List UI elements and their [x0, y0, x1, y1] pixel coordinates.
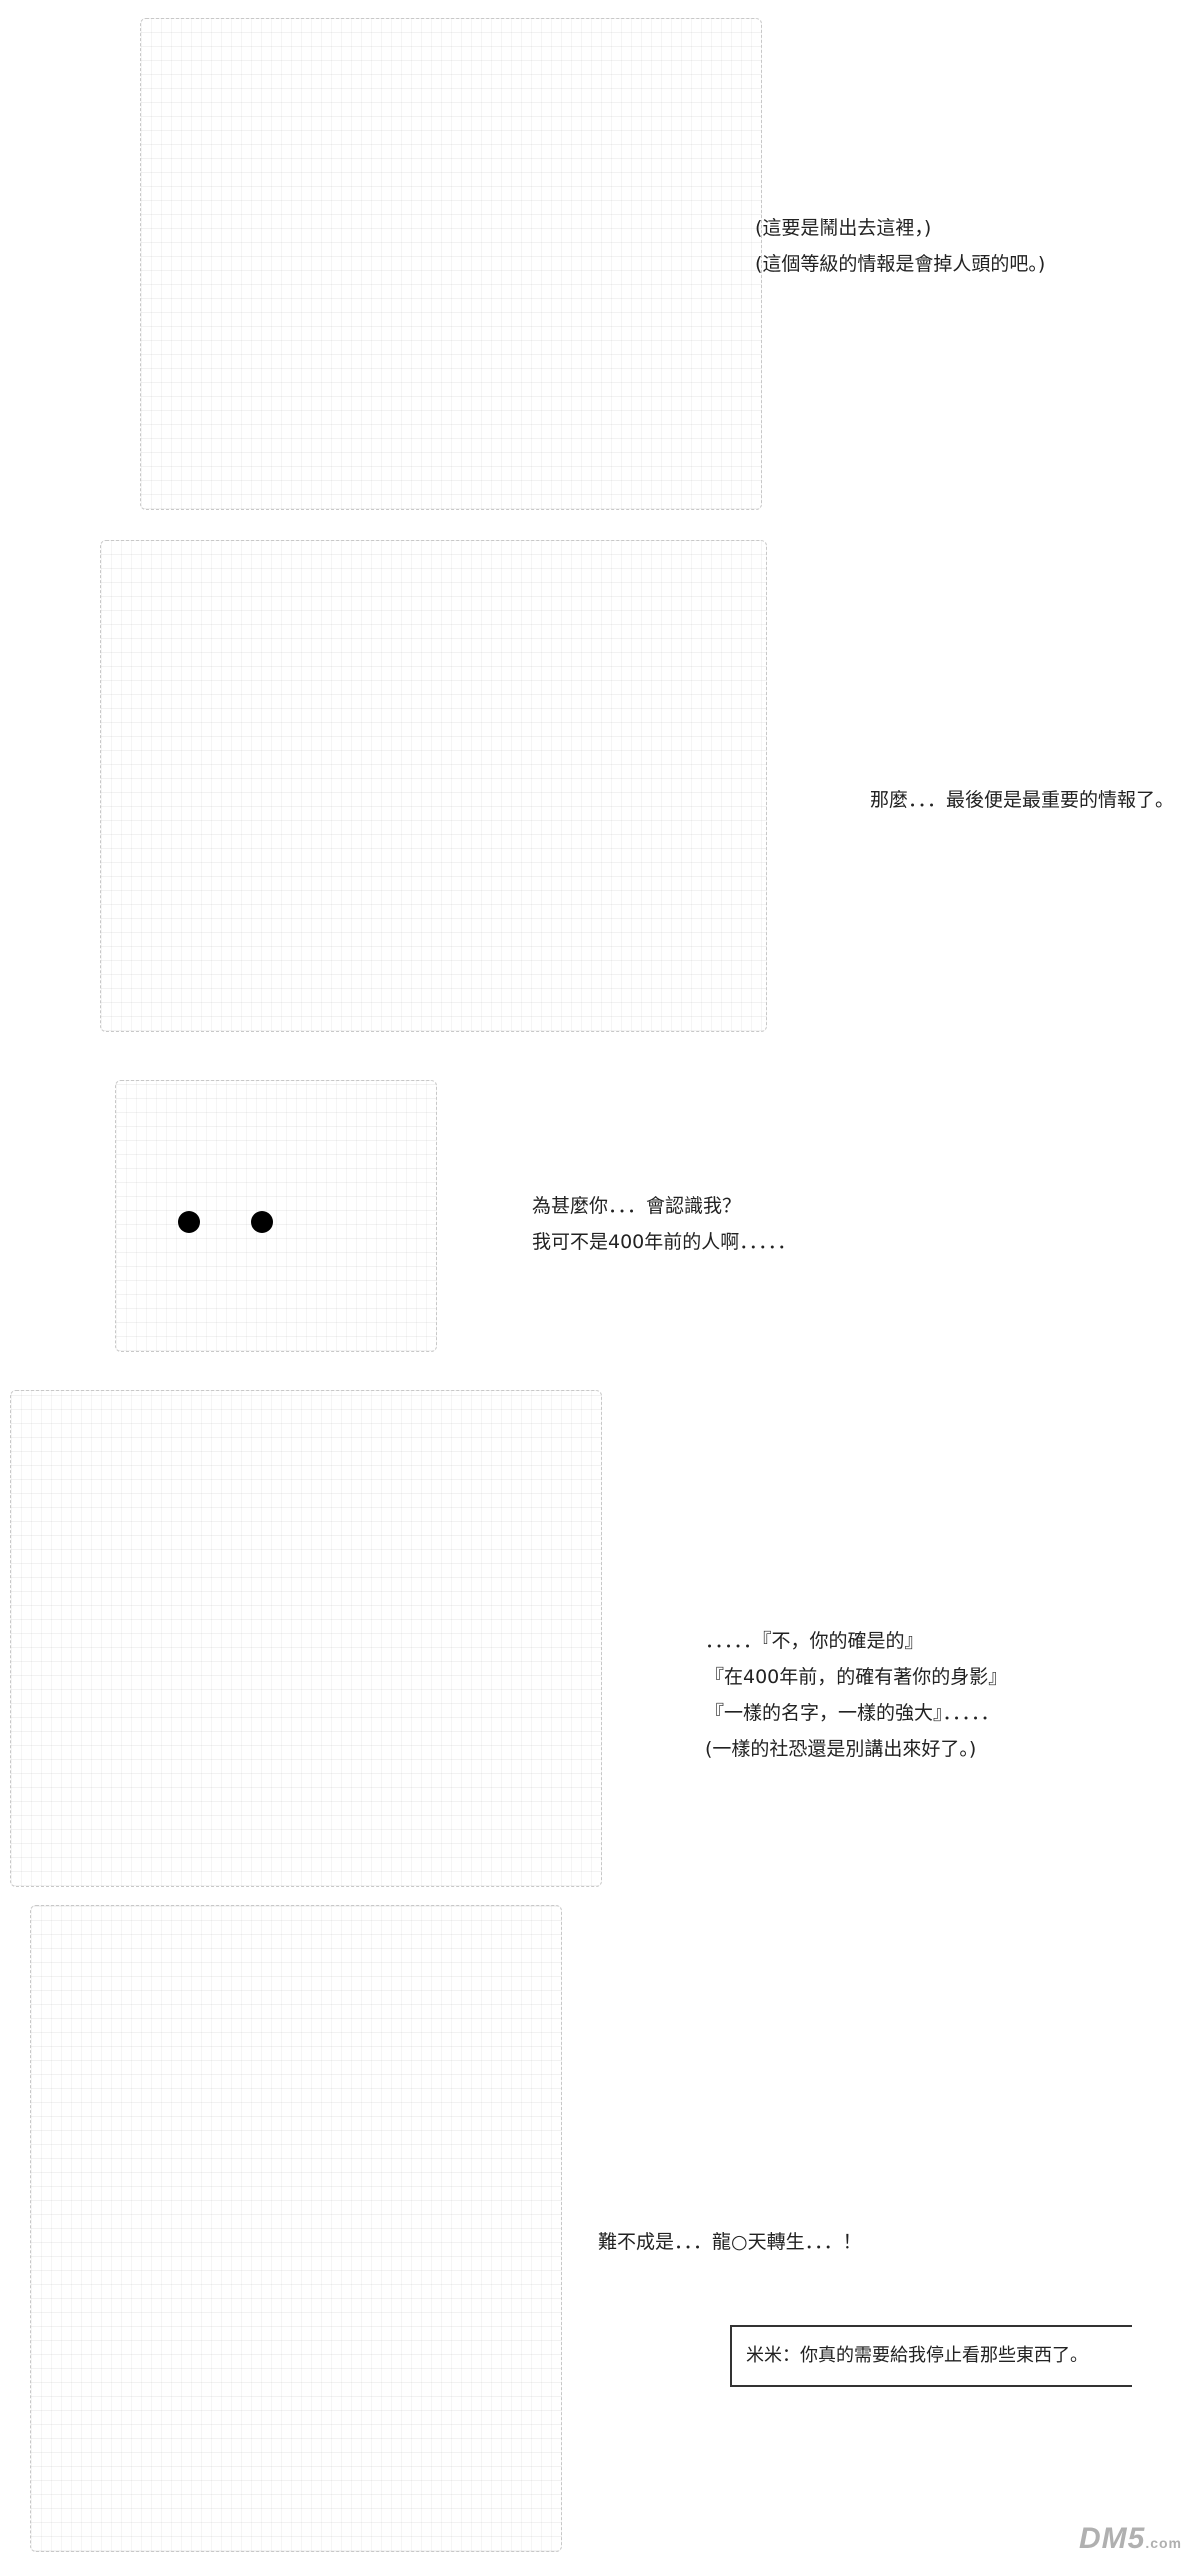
caption-line: 那麼．．．最後便是最重要的情報了。: [870, 789, 1175, 811]
caption-line: ．．．．．『不，你的確是的』: [705, 1630, 924, 1652]
caption-line: 『在400年前，的確有著你的身影』: [705, 1666, 1008, 1689]
panel-4: ．．．．．『不，你的確是的』 『在400年前，的確有著你的身影』 『一樣的名字，…: [0, 1380, 1200, 1900]
caption-line: (這個等級的情報是會掉人頭的吧。): [755, 253, 1046, 276]
caption-line: (一樣的社恐還是別講出來好了。): [705, 1738, 977, 1761]
caption-line: 難不成是．．．龍○天轉生．．．！: [598, 2231, 862, 2253]
panel-3-caption: 為甚麼你．．．會認識我？ 我可不是400年前的人啊．．．．．: [532, 1188, 796, 1260]
panel-2: 那麼．．．最後便是最重要的情報了。: [0, 540, 1200, 1040]
panel-5-caption: 難不成是．．．龍○天轉生．．．！: [598, 2224, 862, 2260]
watermark-suffix: .com: [1145, 2535, 1182, 2551]
panel-5: 難不成是．．．龍○天轉生．．．！: [0, 1900, 1200, 2566]
watermark-brand: DM5: [1078, 2522, 1146, 2555]
eye-left-icon: [178, 1211, 200, 1233]
site-watermark-logo: DM5.com: [1079, 2522, 1182, 2556]
author-note-text: 米米：你真的需要給我停止看那些東西了。: [746, 2345, 1088, 2366]
ascii-art-character-1: [140, 18, 762, 510]
panel-1-caption: (這要是鬧出去這裡，) (這個等級的情報是會掉人頭的吧。): [755, 210, 1045, 282]
panel-4-caption: ．．．．．『不，你的確是的』 『在400年前，的確有著你的身影』 『一樣的名字，…: [705, 1623, 1007, 1767]
panel-2-caption: 那麼．．．最後便是最重要的情報了。: [870, 782, 1174, 818]
ascii-art-character-4: [10, 1390, 602, 1887]
caption-line: 為甚麼你．．．會認識我？: [532, 1195, 742, 1217]
caption-line: 我可不是400年前的人啊．．．．．: [532, 1231, 797, 1254]
panel-3: 為甚麼你．．．會認識我？ 我可不是400年前的人啊．．．．．: [0, 1060, 1200, 1360]
ascii-art-character-5: [30, 1905, 562, 2552]
caption-line: (這要是鬧出去這裡，): [755, 217, 932, 239]
eye-right-icon: [251, 1211, 273, 1233]
panel-1: (這要是鬧出去這裡，) (這個等級的情報是會掉人頭的吧。): [0, 0, 1200, 520]
author-note-box: 米米：你真的需要給我停止看那些東西了。: [730, 2325, 1132, 2387]
ascii-art-character-2: [100, 540, 767, 1032]
ascii-art-character-3: [115, 1080, 437, 1352]
caption-line: 『一樣的名字，一樣的強大』．．．．．: [705, 1702, 1000, 1725]
